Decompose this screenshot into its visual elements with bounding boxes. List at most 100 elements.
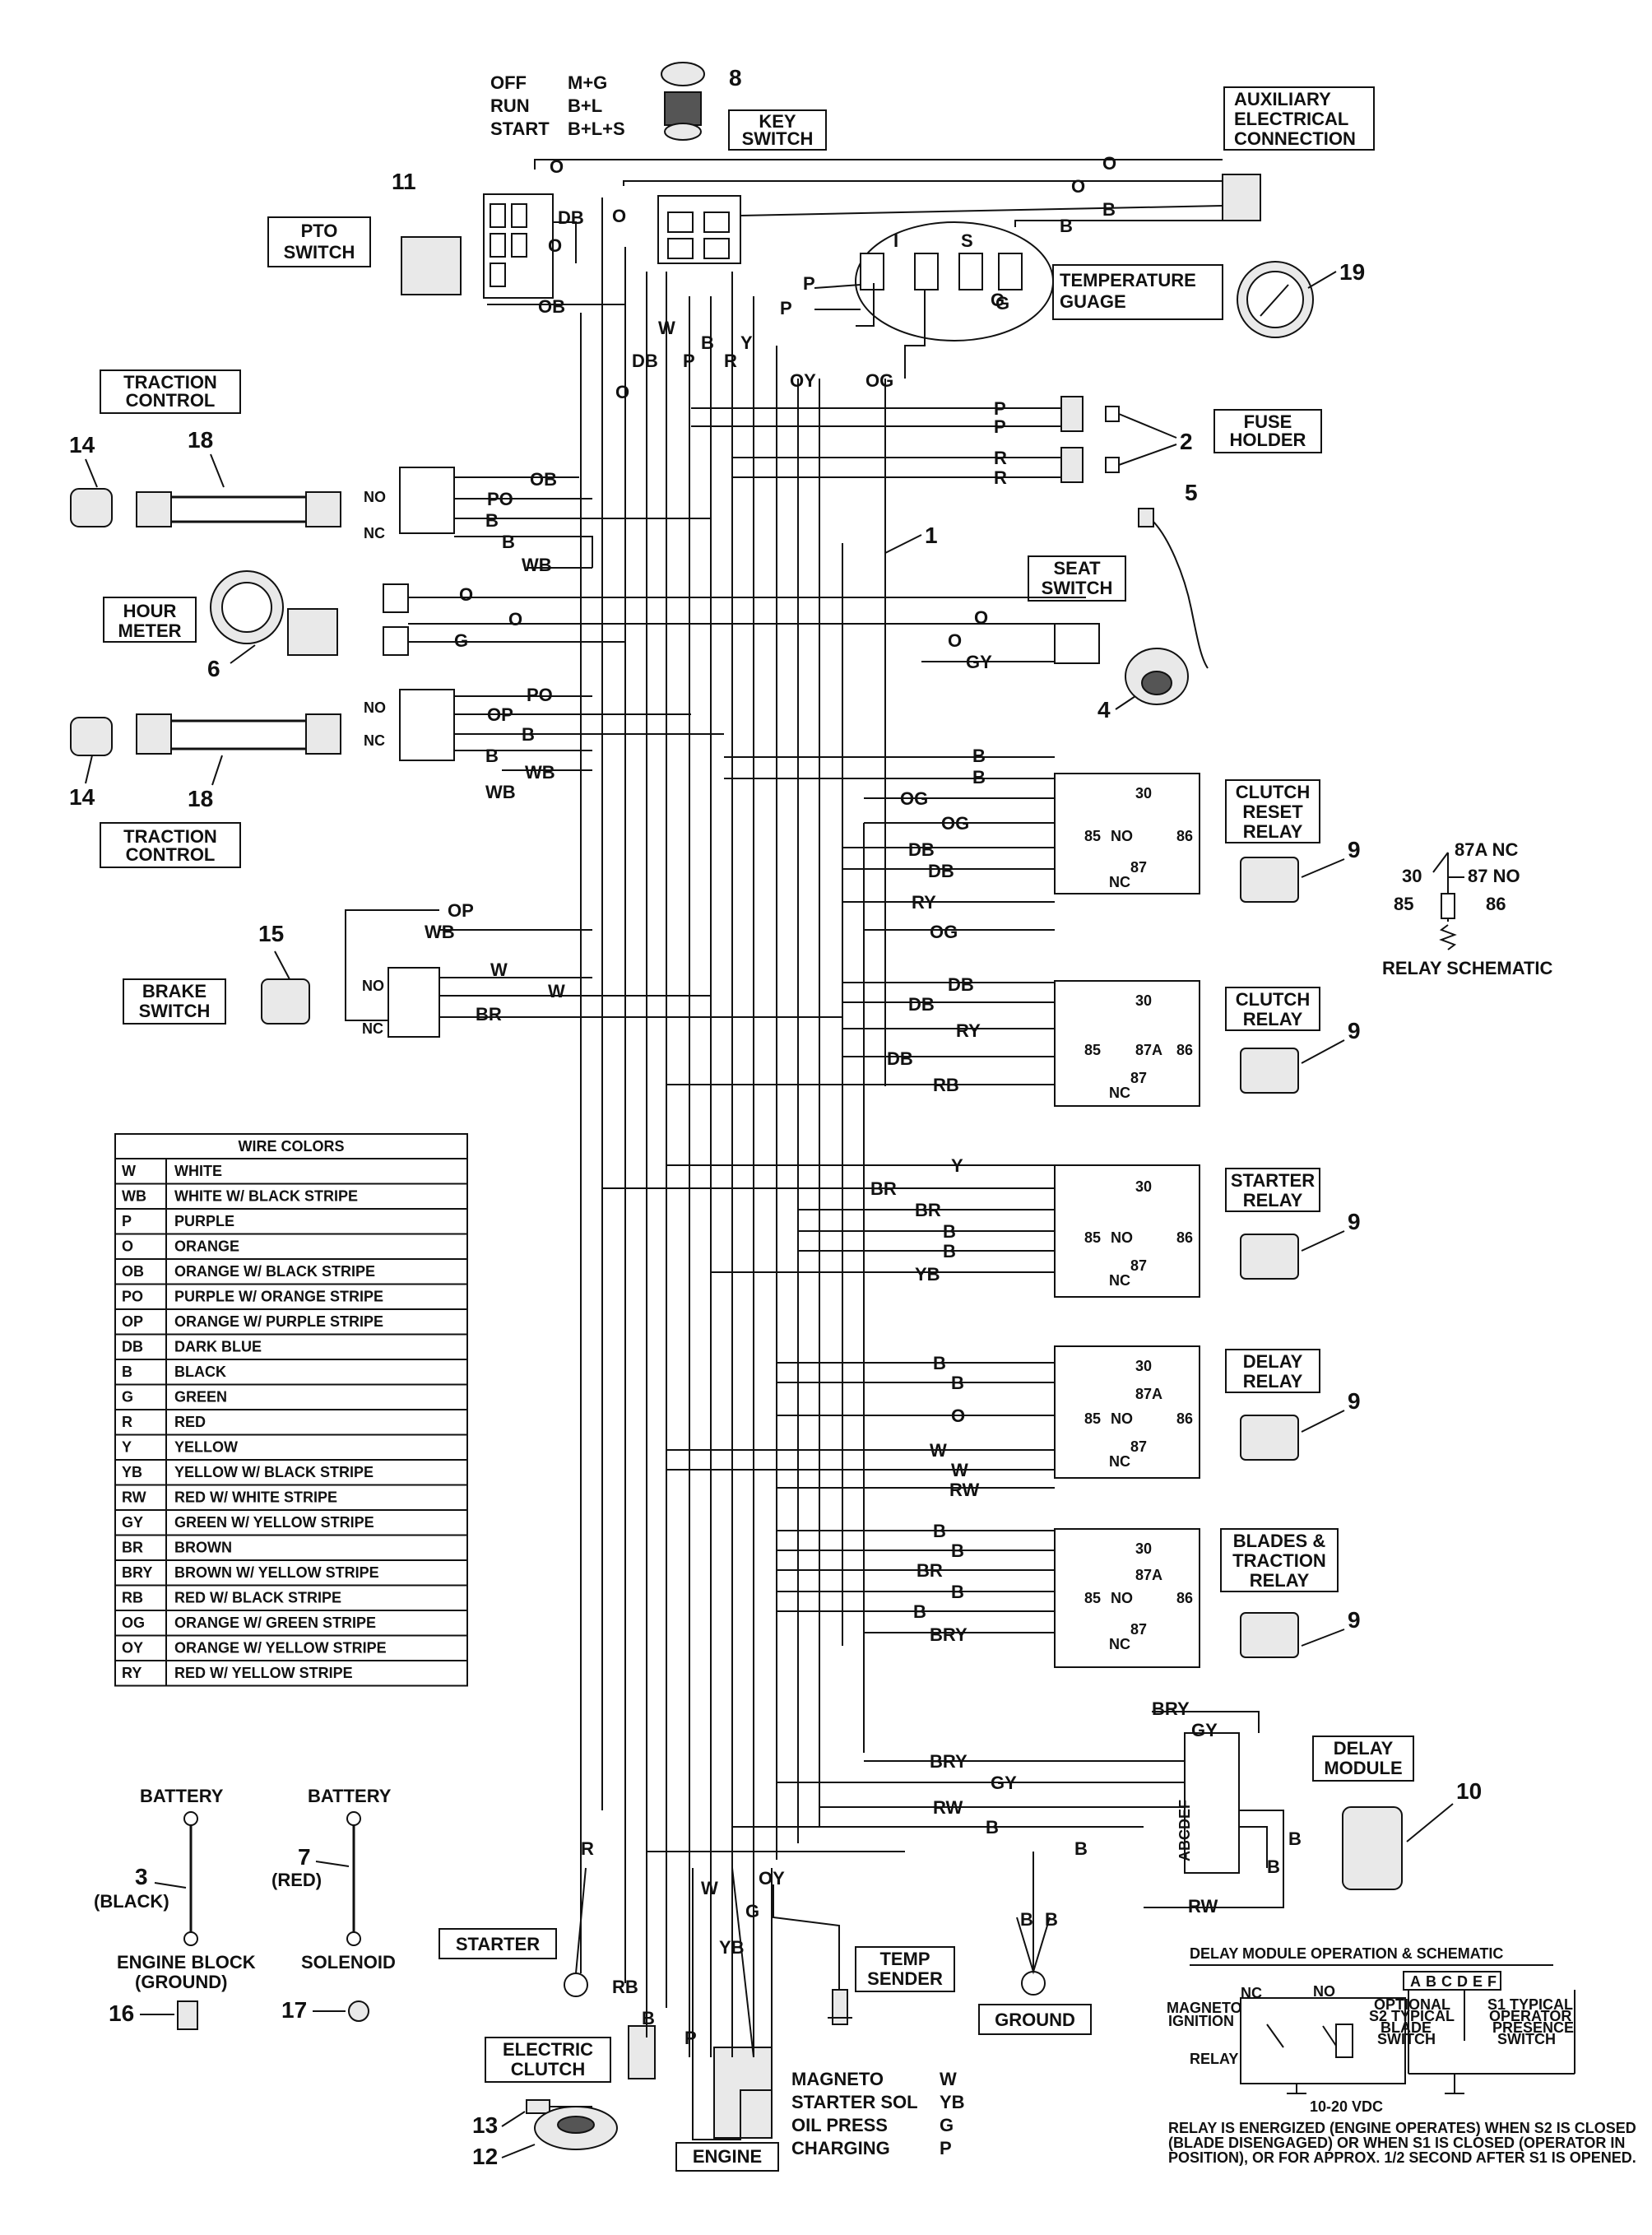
label-text: 87 NO: [1468, 866, 1520, 886]
label-text: SWITCH: [139, 1001, 211, 1021]
hour-meter-label-1: HOUR: [123, 601, 177, 621]
label-text: NO: [1111, 828, 1133, 844]
fuse-holder: 2 FUSE HOLDER: [1060, 396, 1322, 483]
wire-color-code: B: [122, 1364, 132, 1380]
wire-color-code: RY: [122, 1665, 142, 1681]
label-text: OY: [790, 370, 816, 391]
traction-top-sensor: [70, 488, 113, 527]
label-text: B: [502, 532, 515, 552]
gauge-pin-g: G: [995, 293, 1009, 314]
label-text: 12: [472, 2144, 498, 2169]
label-text: G: [991, 290, 1005, 310]
hour-meter-term-1: [383, 583, 409, 613]
label-text: B: [642, 2008, 655, 2028]
label-text: B: [1060, 216, 1073, 236]
traction-top-switch-connector: [399, 467, 455, 534]
traction-bottom-harness-number: 18: [188, 786, 213, 811]
key-switch: 8 KEY SWITCH: [661, 62, 827, 151]
label-text: 9: [1348, 1018, 1361, 1043]
label-text: PRESENCE: [1492, 2019, 1574, 2036]
label-text: CHARGING: [791, 2138, 890, 2158]
label-text: 87: [1130, 1621, 1147, 1638]
label-text: 30: [1135, 1540, 1152, 1557]
label-text: O: [615, 382, 629, 402]
label-text: 9: [1348, 1607, 1361, 1633]
label-text: S1 TYPICAL: [1487, 1996, 1573, 2013]
wire-color-code: BRY: [122, 1564, 152, 1581]
wire-color-name: ORANGE: [174, 1238, 239, 1255]
wiring-harness: [345, 159, 1284, 2140]
label-text: 30: [1135, 992, 1152, 1009]
label-text: OIL PRESS: [791, 2115, 888, 2135]
label-text: STARTER: [456, 1934, 540, 1954]
gauge-pin-s: S: [961, 230, 973, 251]
wire-color-name: BROWN W/ YELLOW STRIPE: [174, 1564, 379, 1581]
temp-gauge: I S G TEMPERATURE GUAGE 19: [855, 221, 1365, 342]
wire-color-code: DB: [122, 1339, 143, 1355]
label-text: OP: [487, 704, 513, 725]
label-text: OPERATOR: [1489, 2008, 1571, 2024]
battery-black: BATTERY 3 (BLACK) ENGINE BLOCK (GROUND) …: [94, 1786, 256, 2030]
label-text: OPTIONAL: [1374, 1996, 1450, 2013]
label-text: O: [951, 1406, 965, 1426]
label-text: RELAY: [1243, 821, 1303, 842]
wire-color-name: RED: [174, 1414, 206, 1430]
label-text: DB: [948, 974, 974, 995]
label-text: BR: [916, 1560, 943, 1581]
label-text: RW: [949, 1480, 979, 1500]
key-switch-label-box: [728, 109, 827, 151]
label-text: RELAY SCHEMATIC: [1382, 958, 1553, 978]
label-text: B: [1020, 1909, 1033, 1930]
pto-label-1: PTO: [301, 221, 338, 241]
brake-number: 15: [258, 921, 284, 946]
aux-label-1: AUXILIARY: [1234, 89, 1331, 109]
pto-label-2: SWITCH: [284, 242, 355, 263]
hour-meter-bracket: [287, 608, 338, 656]
label-text: B: [943, 1221, 956, 1242]
traction-control-bottom: NO NC 14 18 TRACTION CONTROL: [69, 689, 455, 868]
label-text: CLUTCH: [1236, 782, 1310, 802]
fuse-label-1: FUSE: [1244, 411, 1292, 432]
wire-color-code: OG: [122, 1615, 145, 1631]
label-text: B: [951, 1582, 964, 1602]
label-text: BLADE: [1381, 2019, 1432, 2036]
delay-module: DELAY MODULE 10 ABCDEF: [1176, 1732, 1482, 1890]
label-text: B: [1267, 1856, 1280, 1877]
label-text: 87A: [1135, 1042, 1162, 1058]
wire-color-code: OY: [122, 1640, 143, 1657]
label-text: 87A: [1135, 1567, 1162, 1583]
label-text: O: [612, 206, 626, 226]
label-text: DB: [908, 994, 935, 1015]
pto-switch-body: [401, 236, 462, 295]
label-text: NC: [1109, 1272, 1130, 1289]
label-text: B: [1074, 1838, 1088, 1859]
wire-color-code: WB: [122, 1188, 146, 1205]
label-text: 86: [1176, 1229, 1193, 1246]
traction-bottom-label-2: CONTROL: [126, 844, 216, 865]
label-text: OG: [941, 813, 969, 834]
label-text: GROUND: [995, 2010, 1075, 2030]
label-text: BLADES &: [1233, 1531, 1326, 1551]
traction-top-label-2: CONTROL: [126, 390, 216, 411]
wire-color-code: RB: [122, 1590, 143, 1606]
label-text: G: [745, 1901, 759, 1921]
label-text: NO: [1111, 1229, 1133, 1246]
label-text: 9: [1348, 1209, 1361, 1234]
label-text: 10-20 VDC: [1310, 2098, 1383, 2115]
label-text: P: [994, 398, 1006, 419]
label-text: RB: [612, 1977, 638, 1997]
wire-color-name: RED W/ BLACK STRIPE: [174, 1590, 341, 1606]
label-text: NO: [1111, 1590, 1133, 1606]
delay-module-operation: DELAY MODULE OPERATION & SCHEMATIC ABCDE…: [1167, 1945, 1636, 2166]
label-text: OB: [538, 296, 565, 317]
label-text: DB: [558, 207, 584, 228]
label-text: B: [933, 1353, 946, 1373]
label-text: B: [972, 746, 986, 766]
label-text: TRACTION: [1232, 1550, 1326, 1571]
wire-color-name: GREEN: [174, 1389, 227, 1406]
label-text: BRY: [930, 1751, 968, 1772]
label-text: 85: [1394, 894, 1413, 914]
label-text: STARTER: [1231, 1170, 1315, 1191]
label-text: O: [508, 609, 522, 630]
